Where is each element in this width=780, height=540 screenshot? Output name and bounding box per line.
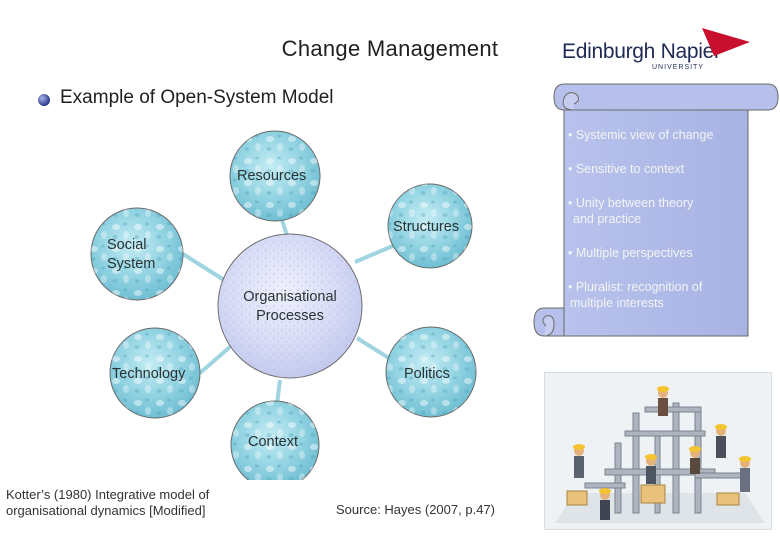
napier-flag-icon [702, 28, 750, 56]
label-center-line2: Processes [256, 308, 324, 324]
label-context: Context [248, 434, 298, 450]
label-structures: Structures [393, 219, 460, 235]
scroll-item-pluralist-line1: • Pluralist: recognition of [568, 280, 703, 294]
label-social-system: Social System [107, 236, 155, 274]
source-citation: Source: Hayes (2007, p.47) [336, 502, 495, 517]
label-social-line1: Social [107, 237, 147, 253]
construction-illustration [544, 372, 772, 530]
label-resources: Resources [237, 168, 307, 184]
scroll-banner [533, 83, 779, 337]
scroll-item-perspectives: • Multiple perspectives [568, 246, 693, 260]
scroll-item-unity-line2: and practice [573, 212, 642, 226]
label-technology: Technology [112, 366, 186, 382]
node-technology [109, 327, 201, 419]
bullet-sphere-icon [38, 94, 50, 106]
scroll-item-pluralist-line2: multiple interests [570, 296, 664, 310]
open-system-diagram [90, 130, 477, 480]
logo-name: Edinburgh Napier [562, 40, 721, 63]
scroll-item-unity-line1: • Unity between theory [568, 196, 694, 210]
scroll-item-context: • Sensitive to context [568, 162, 685, 176]
label-center-line1: Organisational [243, 289, 337, 305]
label-politics: Politics [404, 366, 450, 382]
node-social-system [90, 207, 184, 301]
node-structures [387, 183, 473, 269]
label-social-line2: System [107, 256, 156, 272]
slide-subtitle: Example of Open-System Model [60, 87, 334, 108]
node-politics [385, 326, 477, 418]
scroll-item-unity: • Unity between theory and practice [568, 195, 748, 227]
citation-line2: organisational dynamics [Modified] [6, 503, 206, 518]
label-center: Organisational Processes [234, 288, 346, 326]
scroll-item-systemic: • Systemic view of change [568, 128, 714, 142]
scaffold-people-image [545, 373, 771, 529]
node-resources [229, 130, 321, 222]
node-center [217, 233, 363, 379]
scroll-item-pluralist: • Pluralist: recognition of multiple int… [568, 279, 748, 311]
slide-title: Change Management [281, 36, 499, 61]
citation-line1: Kotter’s (1980) Integrative model of [6, 487, 210, 502]
logo-subtitle: UNIVERSITY [652, 64, 705, 71]
node-context [230, 400, 320, 480]
citation-kotter: Kotter’s (1980) Integrative model of org… [6, 487, 209, 519]
